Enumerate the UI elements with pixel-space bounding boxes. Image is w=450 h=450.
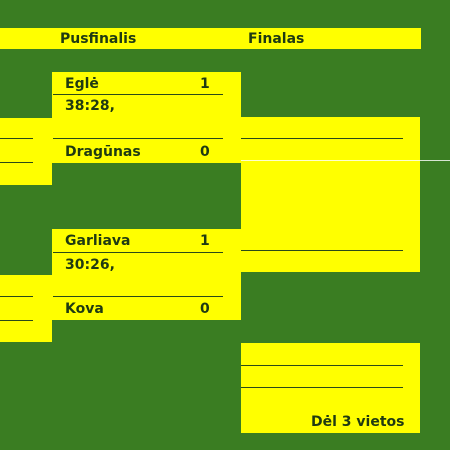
semifinal-2-result: 30:26, — [65, 257, 115, 273]
semifinal-1-team-a: Eglė — [65, 76, 99, 92]
semifinal-1-score-b: 0 — [200, 144, 210, 160]
semifinal-2-team-a: Garliava — [65, 233, 131, 249]
semifinal-2-box — [52, 229, 241, 320]
semifinal-1-result: 38:28, — [65, 98, 115, 114]
semifinal-2-line-mid — [53, 296, 223, 297]
semifinal-2-line-top — [53, 252, 223, 253]
left-stub-bottom — [0, 275, 52, 342]
third-place-line-2 — [241, 387, 403, 388]
semifinal-2-score-a: 1 — [200, 233, 210, 249]
semifinal-2-score-b: 0 — [200, 301, 210, 317]
semifinal-1-box — [52, 72, 241, 163]
semifinal-1-line-mid — [53, 138, 223, 139]
third-place-line-1 — [241, 365, 403, 366]
semifinal-1-team-b: Dragūnas — [65, 144, 141, 160]
final-line-top — [241, 138, 403, 139]
left-stub-line-1 — [0, 138, 33, 139]
right-divider-line — [241, 160, 450, 161]
finals-header: Finalas — [248, 31, 305, 47]
third-place-box — [241, 343, 420, 433]
final-line-bottom — [241, 250, 403, 251]
header-bar — [0, 28, 421, 49]
left-stub-top — [0, 118, 52, 185]
semifinal-1-line-top — [53, 94, 223, 95]
left-stub-line-3 — [0, 296, 33, 297]
semifinals-header: Pusfinalis — [60, 31, 137, 47]
final-box — [241, 117, 420, 272]
semifinal-1-score-a: 1 — [200, 76, 210, 92]
left-stub-line-4 — [0, 320, 33, 321]
third-place-label: Dėl 3 vietos — [311, 414, 405, 430]
semifinal-2-team-b: Kova — [65, 301, 104, 317]
left-stub-line-2 — [0, 162, 33, 163]
